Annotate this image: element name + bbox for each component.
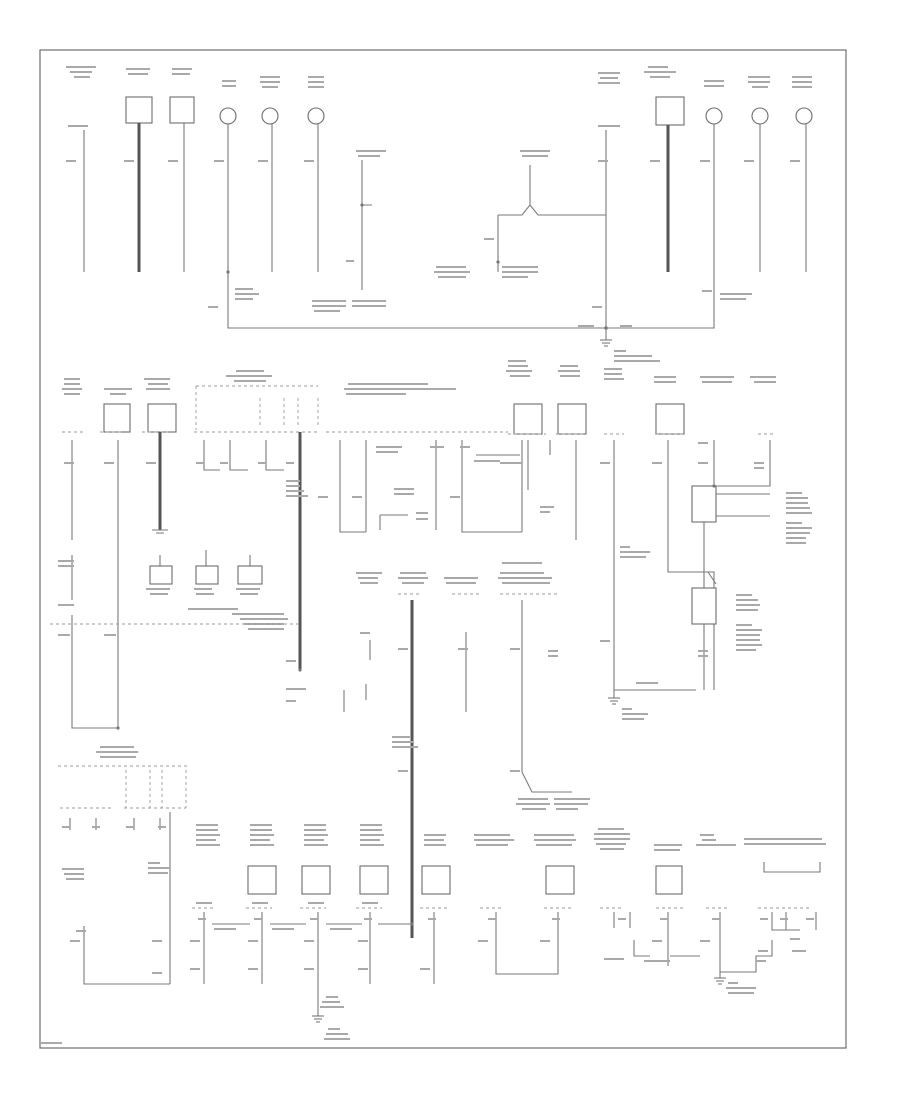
lamp-symbol [795, 107, 813, 125]
component-box [125, 96, 153, 124]
lamp-symbol [261, 107, 279, 125]
bottom-center-component-group [190, 824, 451, 1040]
component-box [655, 403, 685, 435]
splice-nodes [116, 203, 716, 926]
component-box [149, 565, 173, 585]
component-box [237, 565, 263, 585]
component-box [195, 565, 219, 585]
lamp-symbol [219, 107, 237, 125]
ground-symbol [608, 690, 620, 705]
component-box [301, 865, 331, 895]
component-box [655, 865, 683, 895]
bottom-right-component-group [474, 828, 826, 994]
top-left-component-group [66, 66, 606, 329]
lamp-symbol [751, 107, 769, 125]
component-box [103, 403, 131, 433]
component-box [359, 865, 389, 895]
bottom-left-component-group [58, 746, 188, 985]
top-right-component-group [434, 66, 813, 362]
ground-symbol [600, 328, 612, 347]
middle-center-component-group [318, 383, 590, 938]
ground-symbol [312, 1010, 324, 1023]
component-box [421, 865, 451, 895]
lamp-symbol [705, 107, 723, 125]
diagram-frame [39, 49, 847, 1049]
ground-symbol [714, 972, 726, 985]
component-box [513, 403, 543, 435]
component-box [247, 865, 277, 895]
component-box [147, 403, 177, 433]
component-box [557, 403, 587, 435]
component-box [691, 587, 717, 625]
middle-left-component-group [50, 370, 320, 729]
component-box [169, 96, 195, 124]
component-box [691, 485, 717, 523]
figure-code [40, 1042, 62, 1044]
component-box [545, 865, 575, 895]
middle-right-component-group [500, 360, 812, 720]
component-box [655, 96, 685, 126]
lamp-symbol [307, 107, 325, 125]
